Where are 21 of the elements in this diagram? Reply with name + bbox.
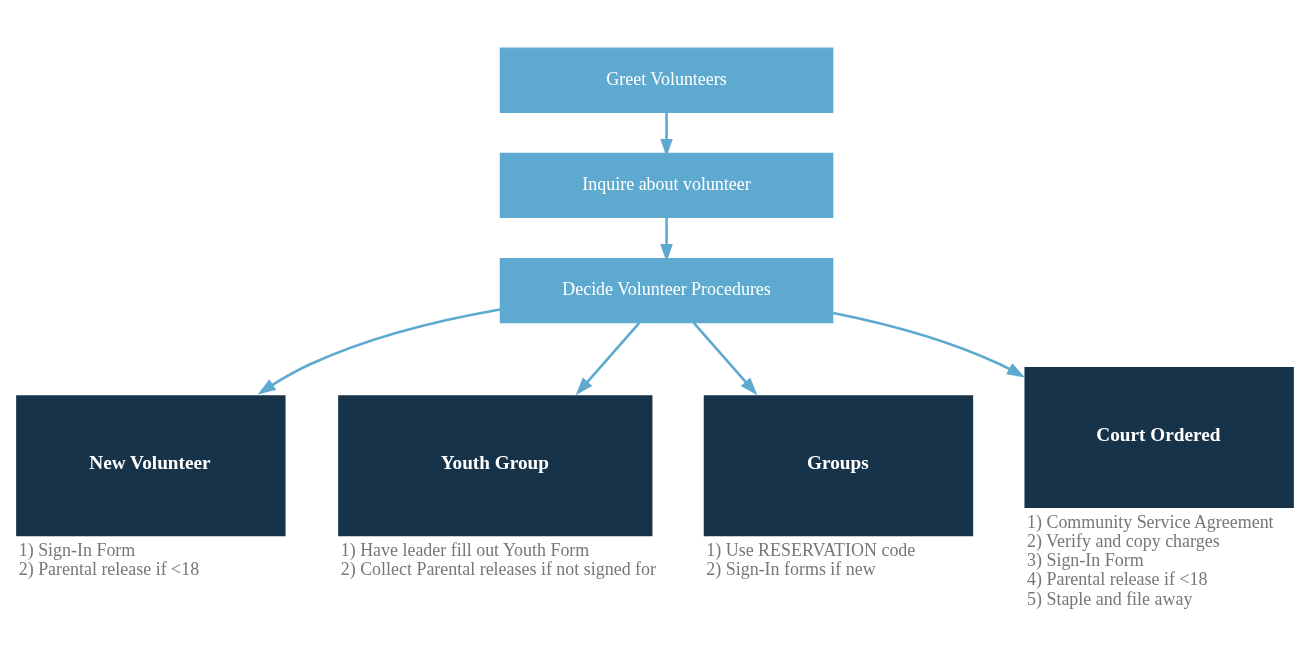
node-label: 1) Use RESERVATION code — [706, 539, 916, 560]
node-label: 4) Parental release if <18 — [1027, 569, 1208, 590]
node-label: 2) Sign-In forms if new — [706, 559, 876, 579]
node-box: Greet Volunteers — [499, 47, 834, 113]
node-box: Inquire about volunteer — [499, 152, 834, 219]
arrow — [832, 311, 1026, 378]
arrow — [692, 322, 758, 396]
node-box: Youth Group — [338, 395, 653, 537]
node-box: New Volunteer — [16, 395, 286, 537]
node-box: Groups — [703, 395, 974, 537]
node-label: 2) Collect Parental releases if not signed for — [340, 559, 657, 579]
node-box: Decide Volunteer Procedures — [499, 257, 834, 324]
arrow — [575, 322, 641, 396]
node-label: 1) Sign-In Form — [18, 539, 136, 560]
node-label: 1) Have leader fill out Youth Form — [340, 539, 590, 560]
node-label: 1) Community Service Agreement — [1027, 511, 1274, 532]
node-label: 5) Staple and file away — [1027, 588, 1193, 609]
node-box: Court Ordered — [1024, 366, 1294, 509]
node-label: 2) Parental release if <18 — [18, 559, 200, 579]
arrow — [257, 308, 501, 395]
node-label: 3) Sign-In Form — [1027, 550, 1144, 571]
